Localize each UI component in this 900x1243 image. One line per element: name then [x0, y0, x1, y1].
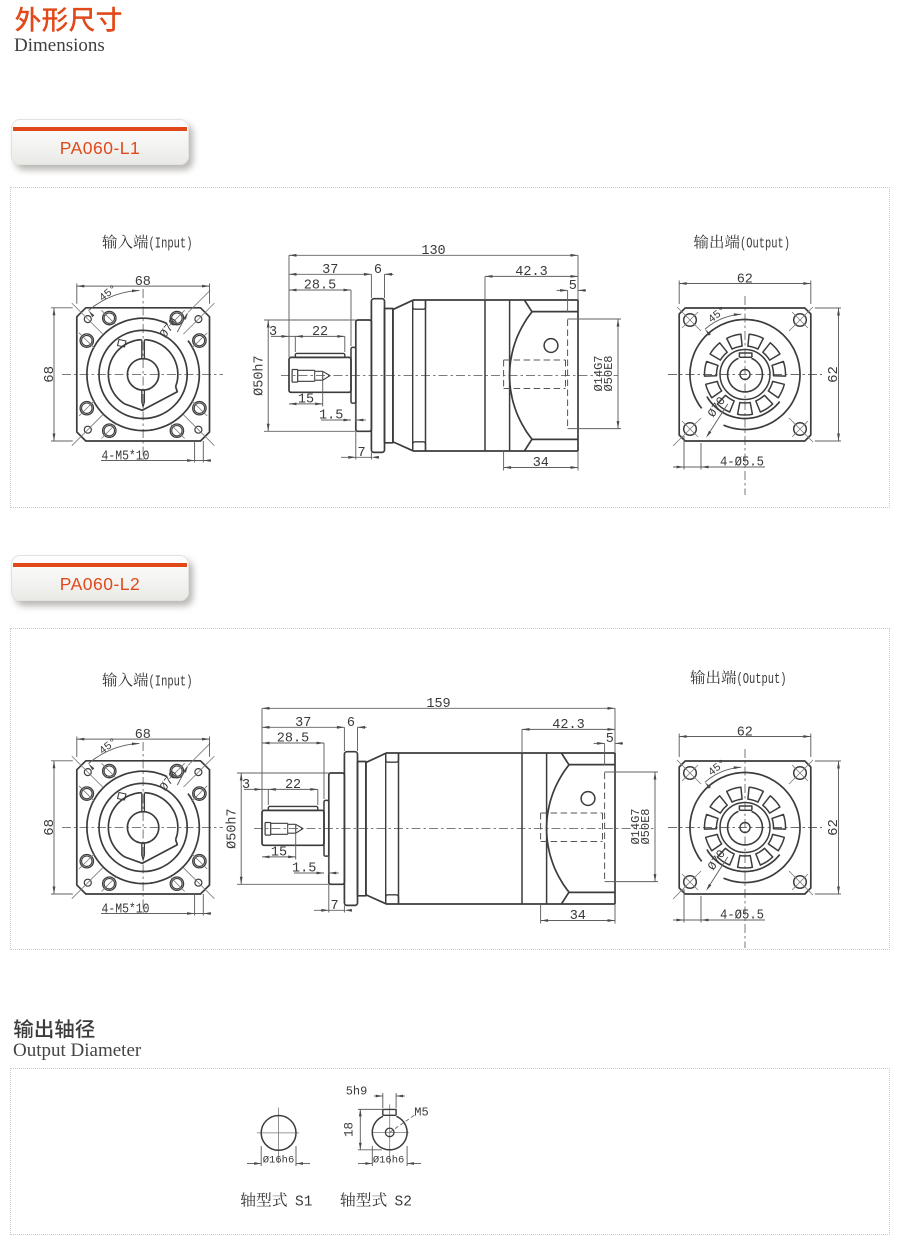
svg-text:159: 159	[426, 697, 450, 712]
svg-text:(Input): (Input)	[149, 237, 193, 253]
svg-text:18: 18	[343, 1122, 357, 1137]
svg-text:6: 6	[347, 716, 355, 731]
svg-text:6: 6	[374, 263, 382, 278]
svg-text:62: 62	[826, 819, 842, 836]
svg-text:M5: M5	[414, 1105, 428, 1119]
svg-text:1.5: 1.5	[319, 409, 343, 424]
svg-text:4-M5*10: 4-M5*10	[102, 449, 150, 464]
svg-text:5: 5	[569, 279, 577, 294]
svg-text:(Input): (Input)	[149, 675, 193, 691]
svg-text:Ø70: Ø70	[157, 768, 181, 794]
svg-text:4-Ø5.5: 4-Ø5.5	[720, 456, 764, 471]
svg-text:34: 34	[533, 456, 549, 471]
svg-text:15: 15	[298, 393, 314, 408]
svg-text:S2: S2	[395, 1195, 412, 1211]
svg-text:15: 15	[271, 846, 287, 861]
svg-text:S1: S1	[295, 1195, 312, 1211]
svg-text:5: 5	[606, 732, 614, 747]
svg-text:28.5: 28.5	[277, 732, 309, 747]
svg-text:37: 37	[322, 263, 338, 278]
svg-text:68: 68	[135, 275, 151, 290]
svg-text:4-Ø5.5: 4-Ø5.5	[720, 909, 764, 924]
svg-text:4-M5*10: 4-M5*10	[102, 902, 150, 917]
svg-text:42.3: 42.3	[515, 265, 547, 280]
svg-text:7: 7	[357, 446, 365, 461]
svg-text:Ø50h7: Ø50h7	[253, 355, 268, 396]
svg-text:28.5: 28.5	[304, 279, 336, 294]
svg-text:1.5: 1.5	[292, 862, 316, 877]
svg-text:7: 7	[330, 899, 338, 914]
svg-text:62: 62	[737, 272, 753, 287]
svg-text:3: 3	[242, 778, 250, 793]
svg-text:Ø50E8: Ø50E8	[602, 355, 616, 391]
svg-text:22: 22	[312, 325, 328, 340]
svg-text:Ø14G7: Ø14G7	[592, 355, 606, 391]
svg-text:Ø16h6: Ø16h6	[263, 1154, 295, 1166]
svg-text:42.3: 42.3	[552, 718, 584, 733]
svg-text:62: 62	[826, 366, 842, 383]
svg-text:Ø50E8: Ø50E8	[639, 808, 653, 844]
svg-text:Ø14G7: Ø14G7	[629, 808, 643, 844]
svg-text:68: 68	[42, 819, 58, 836]
svg-text:5h9: 5h9	[346, 1085, 368, 1099]
svg-text:Ø50h7: Ø50h7	[226, 808, 241, 849]
svg-text:68: 68	[42, 366, 58, 383]
svg-text:37: 37	[295, 716, 311, 731]
svg-text:Ø70: Ø70	[157, 315, 181, 341]
svg-text:34: 34	[570, 909, 586, 924]
svg-text:Ø16h6: Ø16h6	[373, 1154, 405, 1166]
svg-text:(Output): (Output)	[737, 672, 787, 688]
svg-text:130: 130	[421, 244, 445, 259]
svg-text:(Output): (Output)	[740, 237, 790, 253]
svg-text:68: 68	[135, 728, 151, 743]
svg-text:3: 3	[269, 325, 277, 340]
svg-text:62: 62	[737, 725, 753, 740]
svg-text:22: 22	[285, 778, 301, 793]
